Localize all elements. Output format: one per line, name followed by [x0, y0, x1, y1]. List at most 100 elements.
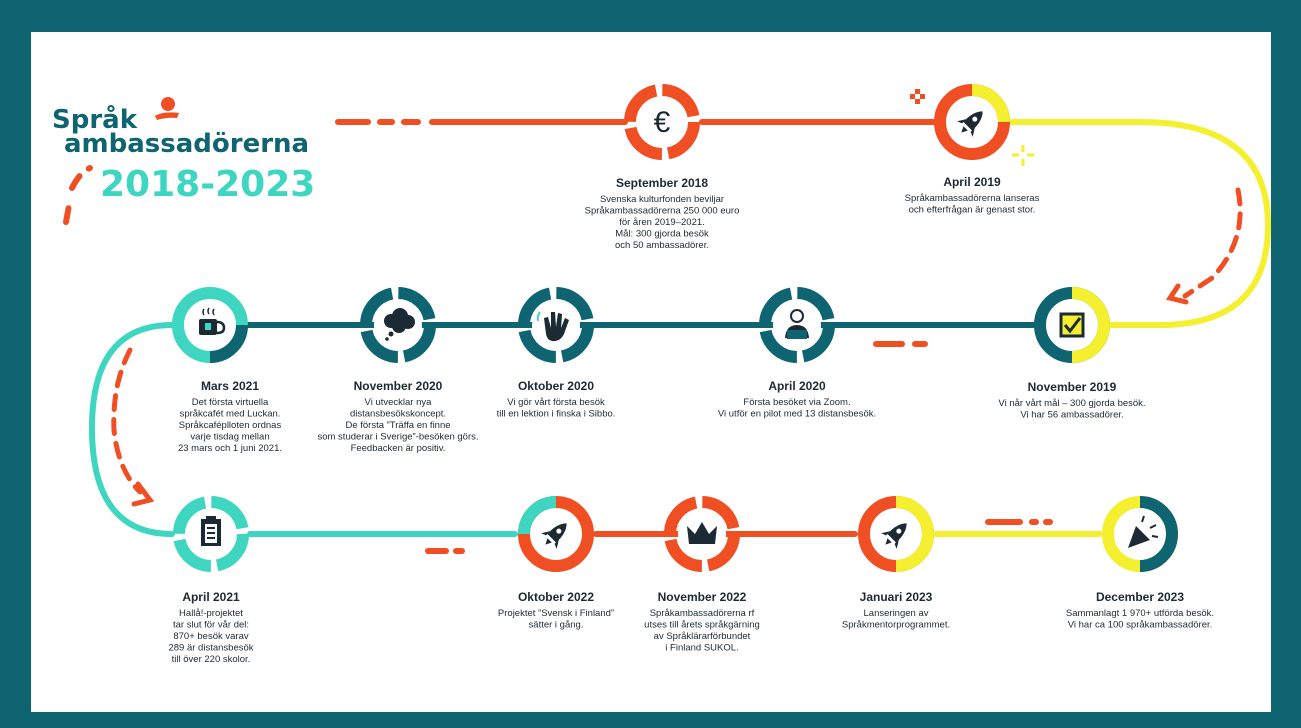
brand-logo: Språk ambassadörerna 2018-2023	[52, 97, 315, 205]
speech-hand-icon	[155, 97, 179, 120]
node-nov2020	[360, 287, 436, 363]
event-description-line: till en lektion i finska i Sibbo.	[497, 409, 616, 420]
arrow-head-left	[131, 481, 155, 507]
event-date: November 2019	[1028, 380, 1117, 394]
event-description-line: Sammanlagt 1 970+ utförda besök.	[1066, 608, 1214, 619]
person-laptop-icon	[785, 309, 809, 339]
event-description-line: Vi utvecklar nya	[365, 397, 433, 408]
sparkle-icon	[1012, 145, 1034, 166]
party-popper-icon	[1128, 515, 1159, 548]
event-description-line: De första ”Träffa en finne	[345, 420, 450, 431]
event-description-line: av Språklärarförbundet	[654, 631, 751, 642]
event-description-line: språkcafét med Luckan.	[180, 409, 281, 420]
event-description-line: Vi har 56 ambassadörer.	[1020, 410, 1123, 421]
event-description-line: 870+ besök varav	[173, 631, 249, 642]
event-description-line: Projektet ”Svensk i Finland”	[498, 608, 614, 619]
event-description-line: sätter i gång.	[529, 620, 584, 631]
event-label-nov2020: November 2020 Vi utvecklar nyadistansbesö…	[317, 379, 478, 454]
event-date: September 2018	[616, 176, 708, 190]
event-description-line: 289 är distansbesök	[168, 643, 253, 654]
event-description-line: Vi gör vårt första besök	[507, 397, 605, 408]
event-label-okt2020: Oktober 2020 Vi gör vårt första besöktill…	[497, 379, 616, 420]
curve-right-dash	[1182, 187, 1243, 299]
event-description-line: distansbesökskoncept.	[350, 409, 446, 420]
timeline-path	[63, 119, 1272, 554]
event-description-line: Språkambassadörerna rf	[650, 608, 755, 619]
event-date: Oktober 2022	[518, 590, 594, 604]
event-description-line: Svenska kulturfonden beviljar	[600, 194, 724, 205]
event-date: April 2021	[182, 590, 240, 604]
brand-line1: Språk	[52, 103, 138, 135]
event-description-line: Språkambassadörerna lanseras	[905, 193, 1040, 204]
event-date: Oktober 2020	[518, 379, 594, 393]
event-description-line: Det första virtuella	[192, 397, 269, 408]
event-description-line: i Finland SUKOL.	[665, 643, 738, 654]
sparkle-icon	[910, 89, 925, 104]
event-date: December 2023	[1096, 590, 1184, 604]
node-apr2019	[934, 84, 1010, 160]
event-description-line: Vi utför en pilot med 13 distansbesök.	[718, 409, 876, 420]
euro-icon: €	[654, 106, 671, 139]
event-description-line: Mål: 300 gjorda besök	[615, 229, 709, 240]
event-description-line: som studerar i Sverige”-besöken görs.	[317, 432, 478, 443]
node-sep2018: €	[624, 84, 700, 160]
event-description-line: Vi når vårt mål – 300 gjorda besök.	[998, 398, 1145, 409]
node-dec2023	[1102, 496, 1178, 572]
event-description-line: Första besöket via Zoom.	[743, 397, 850, 408]
rocket-icon	[957, 111, 983, 137]
event-description-line: Lanseringen av	[864, 608, 929, 619]
waving-hand-icon	[536, 311, 569, 342]
event-date: April 2020	[768, 379, 826, 393]
event-description-line: tar slut för vår del:	[173, 620, 249, 631]
event-description-line: och efterfrågan är genast stor.	[909, 205, 1036, 216]
brand-line2: ambassadörerna	[64, 129, 309, 159]
svg-text:€: €	[654, 106, 671, 139]
arrow-head-right	[1165, 283, 1189, 305]
leadin-dash	[63, 165, 93, 225]
event-description-line: Hallå!-projektet	[179, 608, 243, 619]
event-label-nov2019: November 2019 Vi når vårt mål – 300 gjord…	[998, 380, 1145, 421]
event-description-line: och 50 ambassadörer.	[615, 240, 709, 251]
event-description-line: varje tisdag mellan	[190, 432, 269, 443]
event-description-line: utses till årets språkgärning	[644, 620, 760, 631]
event-description-line: till över 220 skolor.	[172, 654, 251, 665]
years-title: 2018-2023	[100, 164, 315, 205]
thought-cloud-icon	[384, 308, 415, 341]
checkbox-icon	[1059, 312, 1085, 338]
node-nov2022	[664, 496, 740, 572]
curve-left-dash	[111, 347, 143, 495]
curve-right	[1009, 119, 1272, 328]
event-description-line: Vi har ca 100 språkambassadörer.	[1068, 620, 1213, 631]
event-date: Mars 2021	[201, 379, 259, 393]
node-apr2021	[173, 496, 249, 572]
event-description-line: Språkcaféplloten ordnas	[179, 420, 282, 431]
infographic-panel	[31, 32, 1271, 712]
node-okt2020	[518, 287, 594, 363]
event-description-line: Språkambassadörerna 250 000 euro	[585, 206, 740, 217]
event-date: April 2019	[943, 175, 1001, 189]
node-mar2021	[172, 287, 248, 363]
event-description-line: för åren 2019–2021.	[619, 217, 705, 228]
event-description-line: 23 mars och 1 juni 2021.	[178, 443, 282, 454]
event-description-line: Feedbacken är positiv.	[351, 443, 446, 454]
node-okt2022	[518, 496, 594, 572]
crown-icon	[687, 522, 717, 544]
event-date: Januari 2023	[860, 590, 933, 604]
node-apr2020	[759, 287, 835, 363]
curve-left	[88, 322, 175, 537]
event-date: November 2020	[354, 379, 443, 393]
node-jan2023	[858, 496, 934, 572]
node-nov2019	[1034, 287, 1110, 363]
